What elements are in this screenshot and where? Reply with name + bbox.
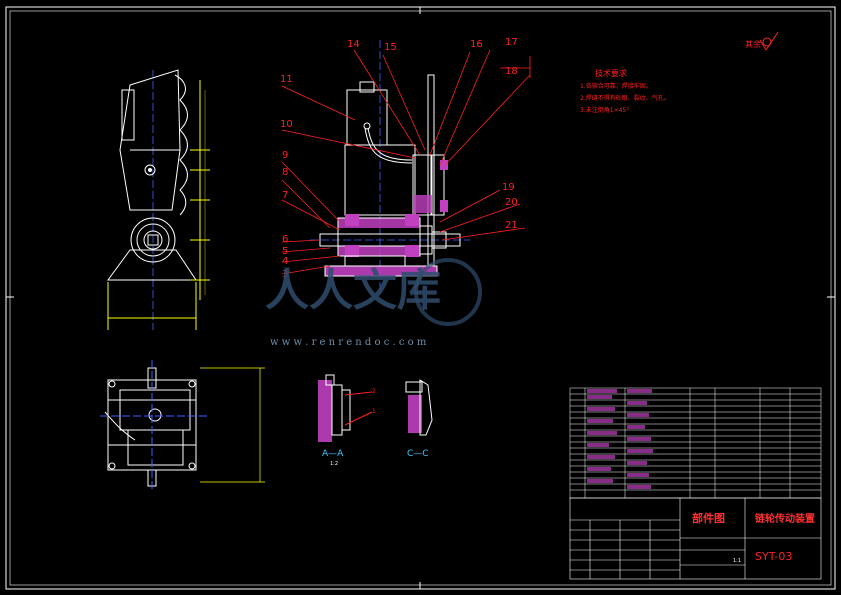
section-cc: C—C	[405, 379, 433, 459]
title-block	[569, 497, 822, 580]
balloon-17: 17	[505, 37, 518, 48]
watermark: 人人文库 w w w . r e n r e n d o c . c o m	[265, 258, 482, 348]
callout-leaders	[281, 49, 531, 275]
section-aa-label: A—A	[322, 449, 344, 459]
balloon-3: 3	[282, 269, 288, 280]
section-aa-scale: 1:2	[330, 461, 338, 467]
section-cc-label: C—C	[407, 449, 429, 459]
balloon-7: 7	[282, 190, 288, 201]
drawing-name: 链轮传动装置	[754, 512, 815, 525]
drawing-scale: 1:1	[733, 558, 741, 564]
svg-text:2: 2	[372, 388, 376, 395]
parts-list-fills	[587, 389, 653, 489]
tech-req-line-2: 2.焊缝不得有砂眼、裂纹、气孔。	[580, 94, 670, 102]
balloon-9: 9	[282, 150, 288, 161]
balloon-19: 19	[502, 182, 515, 193]
top-view	[100, 360, 265, 490]
watermark-logo: 人人文库	[265, 265, 441, 316]
roughness-note: 其余	[745, 39, 761, 49]
balloon-20: 20	[505, 197, 518, 208]
balloon-14: 14	[347, 39, 360, 50]
parts-list	[569, 387, 822, 499]
balloon-15: 15	[384, 42, 397, 53]
front-view	[310, 40, 470, 290]
side-view	[107, 69, 210, 330]
technical-requirements: 技术要求 1.各铆合可靠，焊接牢固。 2.焊缝不得有砂眼、裂纹、气孔。 3.未注…	[580, 68, 670, 114]
balloon-11: 11	[280, 74, 293, 85]
balloon-16: 16	[470, 39, 483, 50]
tech-req-line-3: 3.未注倒角1×45°	[580, 106, 629, 114]
section-aa: 2 1 A—A 1:2	[318, 374, 376, 467]
watermark-url: w w w . r e n r e n d o c . c o m	[270, 337, 427, 348]
balloon-21: 21	[505, 220, 518, 231]
roughness-icon	[759, 31, 779, 51]
balloon-5: 5	[282, 246, 288, 257]
callout-labels: 11 10 9 8 7 6 5 4 3 14 15 16 17 18 19 20…	[280, 37, 518, 280]
drawing-type: 部件图	[692, 511, 725, 525]
svg-text:1: 1	[372, 408, 376, 415]
balloon-10: 10	[280, 119, 293, 130]
tech-req-title: 技术要求	[595, 68, 627, 78]
balloon-6: 6	[282, 234, 288, 245]
balloon-4: 4	[282, 256, 288, 267]
balloon-8: 8	[282, 167, 288, 178]
drawing-code: SYT-03	[755, 550, 792, 563]
balloon-18: 18	[505, 66, 518, 77]
tech-req-line-1: 1.各铆合可靠，焊接牢固。	[580, 82, 652, 90]
